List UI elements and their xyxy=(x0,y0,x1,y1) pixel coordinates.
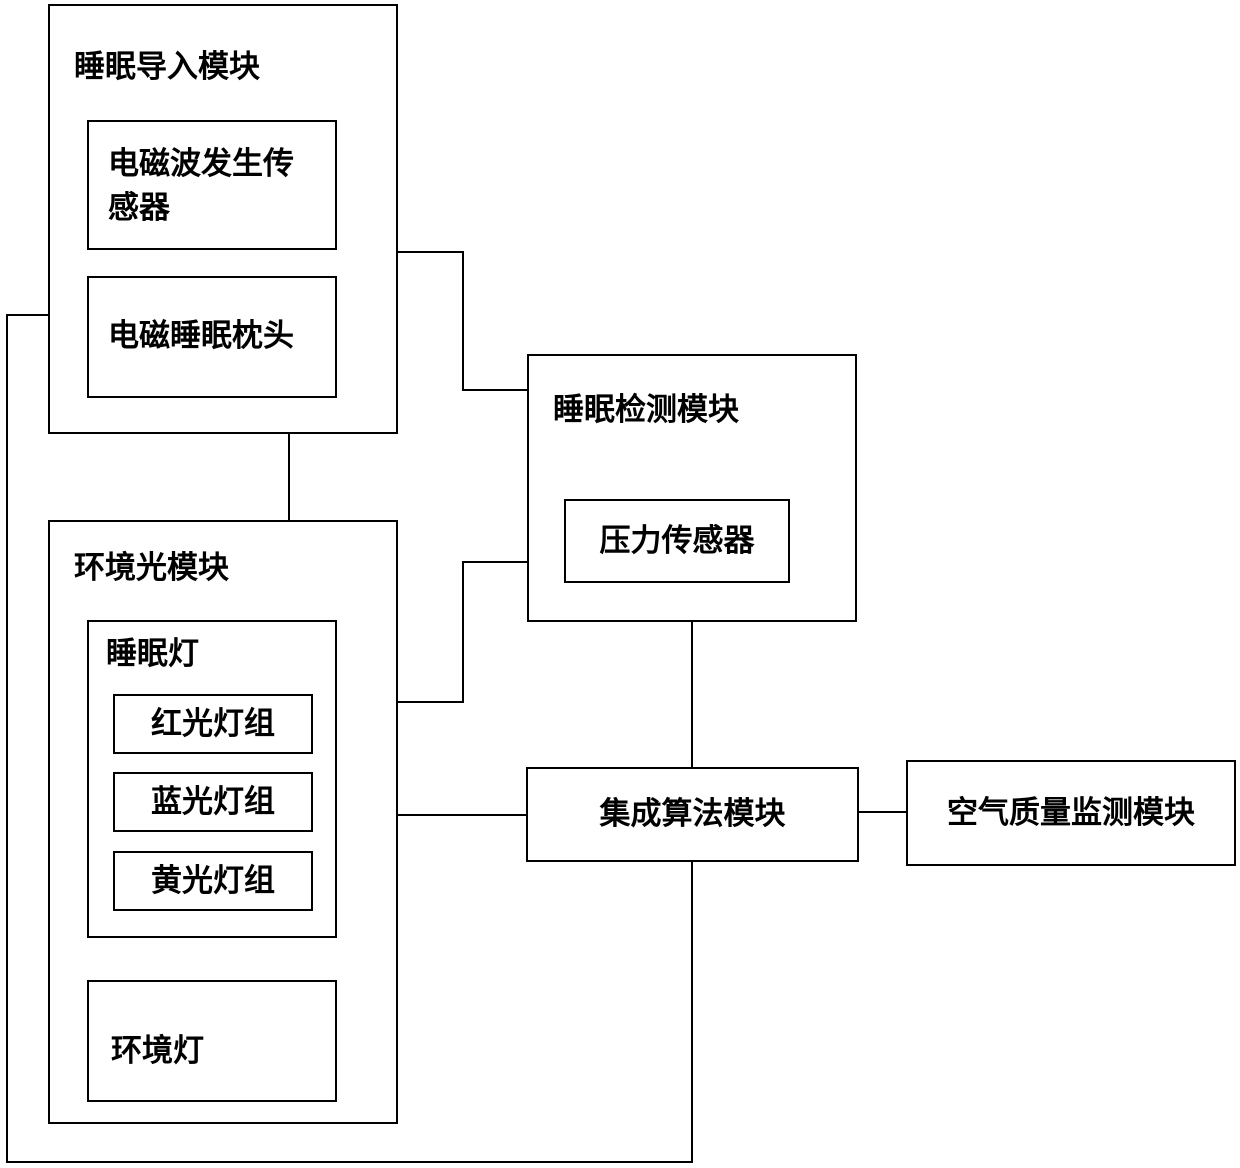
pressure-sensor: 压力传感器 xyxy=(564,499,790,583)
sleep-induction-module-title: 睡眠导入模块 xyxy=(74,52,260,83)
wire-induction-to-detection xyxy=(397,252,528,390)
pressure-sensor-label: 压力传感器 xyxy=(600,526,755,557)
yellow-light-group: 黄光灯组 xyxy=(113,851,313,911)
em-wave-sensor-label-line1: 电磁波发生传 xyxy=(108,149,294,180)
em-wave-sensor: 电磁波发生传 感器 xyxy=(87,120,337,250)
sleep-detection-module: 睡眠检测模块 压力传感器 xyxy=(527,354,857,622)
em-wave-sensor-label-line2: 感器 xyxy=(108,193,170,224)
red-light-group: 红光灯组 xyxy=(113,694,313,754)
sleep-lamp-title: 睡眠灯 xyxy=(106,639,199,670)
yellow-light-group-label: 黄光灯组 xyxy=(151,866,275,897)
integrated-algorithm-module-label: 集成算法模块 xyxy=(600,799,786,830)
sleep-detection-module-title: 睡眠检测模块 xyxy=(553,395,739,426)
integrated-algorithm-module: 集成算法模块 xyxy=(526,767,859,862)
sleep-lamp: 睡眠灯 红光灯组 蓝光灯组 黄光灯组 xyxy=(87,620,337,938)
blue-light-group: 蓝光灯组 xyxy=(113,772,313,832)
ambient-lamp-label: 环境灯 xyxy=(111,1036,204,1067)
ambient-lamp: 环境灯 xyxy=(87,980,337,1102)
air-quality-module-label: 空气质量监测模块 xyxy=(947,798,1195,829)
sleep-induction-module: 睡眠导入模块 电磁波发生传 感器 电磁睡眠枕头 xyxy=(48,4,398,434)
ambient-light-module: 环境光模块 睡眠灯 红光灯组 蓝光灯组 黄光灯组 环境灯 xyxy=(48,520,398,1124)
em-sleep-pillow-label: 电磁睡眠枕头 xyxy=(108,321,294,352)
red-light-group-label: 红光灯组 xyxy=(151,709,275,740)
em-sleep-pillow: 电磁睡眠枕头 xyxy=(87,276,337,398)
ambient-light-module-title: 环境光模块 xyxy=(74,553,229,584)
blue-light-group-label: 蓝光灯组 xyxy=(151,787,275,818)
air-quality-module: 空气质量监测模块 xyxy=(906,760,1236,866)
wire-ambient-to-detection xyxy=(397,562,528,702)
